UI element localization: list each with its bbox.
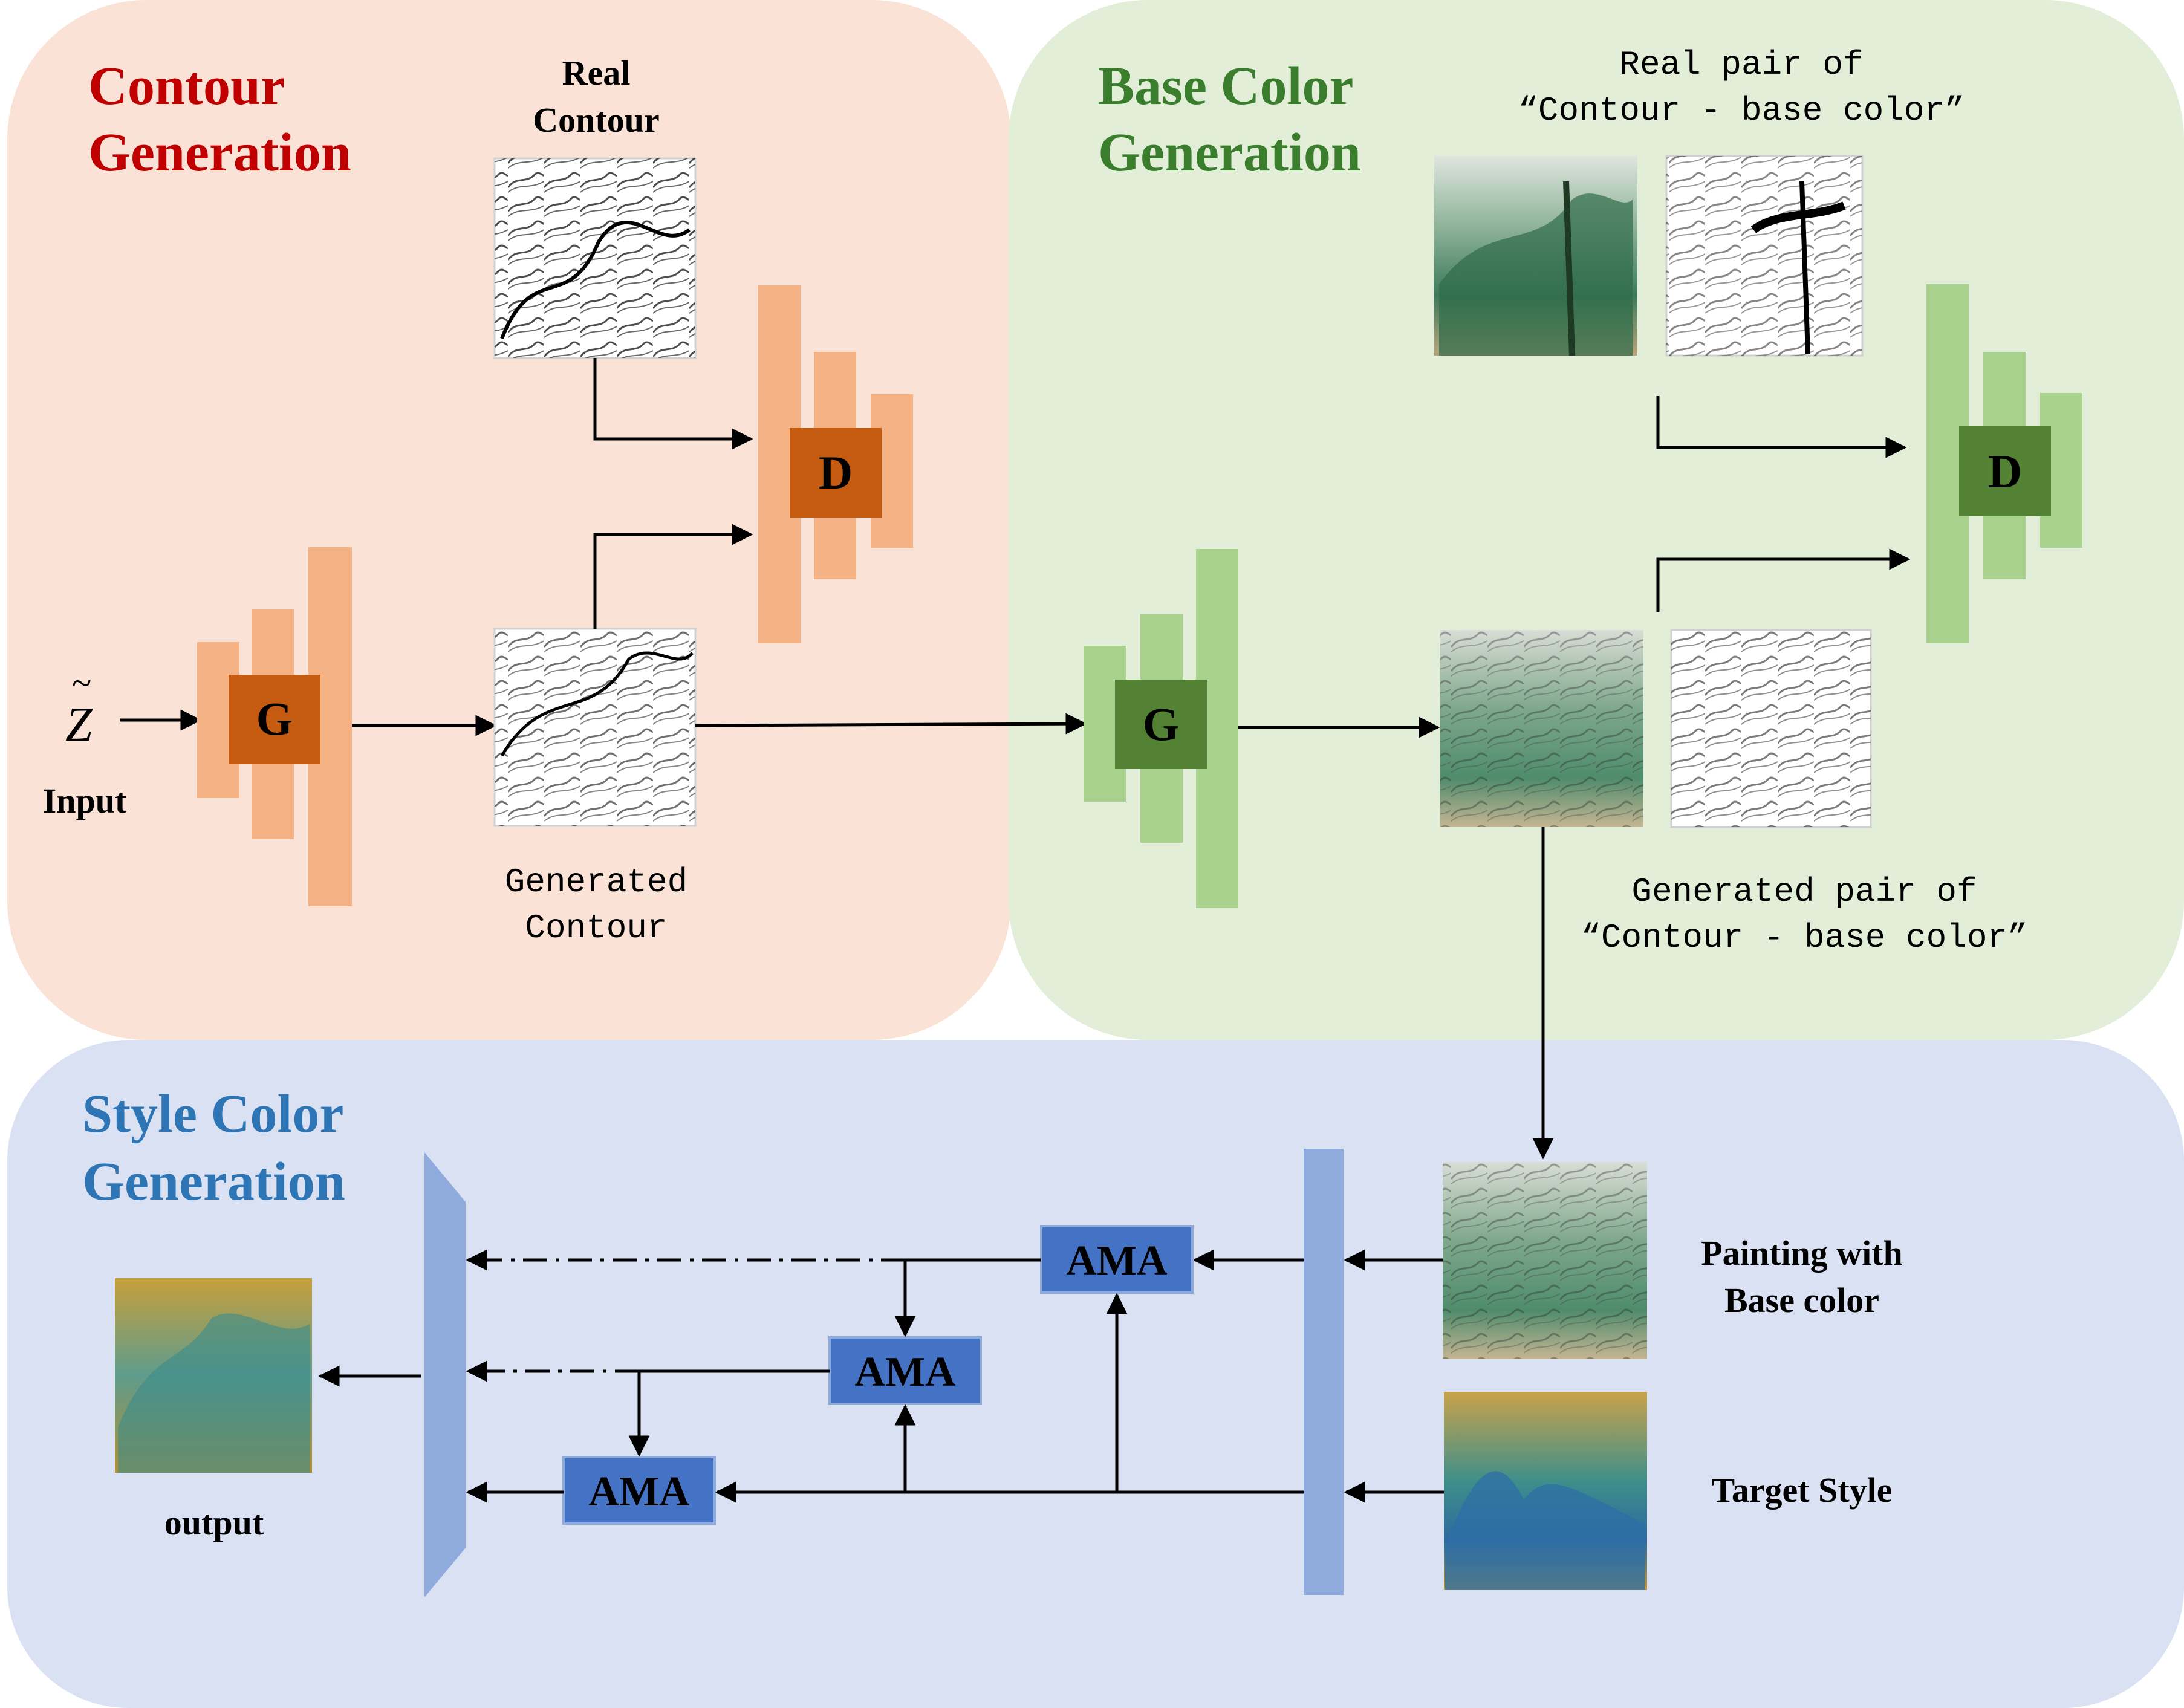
z-input-symbol: Z xyxy=(65,698,93,752)
generator-g2: G xyxy=(1084,549,1238,908)
ama-top-block: AMA xyxy=(1040,1225,1194,1294)
g1-label: G xyxy=(256,692,293,745)
real-contour-label-line2: Contour xyxy=(533,100,659,140)
ama-bottom-block: AMA xyxy=(562,1456,716,1525)
real-pair-sketch-image xyxy=(1665,155,1864,357)
real-pair-label-line2: “Contour - base color” xyxy=(1518,91,1965,130)
ama-top-label: AMA xyxy=(1066,1238,1168,1284)
real-pair-label-line1: Real pair of xyxy=(1619,45,1863,84)
arrow-generated-pair-to-d2 xyxy=(1656,548,1911,612)
generated-pair-sketch-image xyxy=(1670,629,1872,828)
arrow-generated-contour-to-g2 xyxy=(695,713,1087,735)
generated-pair-label-line2: “Contour - base color” xyxy=(1581,918,2027,957)
base-color-generation-panel xyxy=(1009,0,2184,1040)
base-panel-title-line1: Base Color xyxy=(1098,56,1353,116)
painting-base-color-image xyxy=(1443,1162,1647,1359)
generated-contour-image xyxy=(493,628,697,827)
painting-base-label-line1: Painting with xyxy=(1701,1233,1903,1273)
contour-panel-title-line1: Contour xyxy=(88,56,285,116)
arrow-real-contour-to-d1 xyxy=(593,358,753,450)
generator-g1: G xyxy=(197,547,352,906)
generated-pair-label-line1: Generated pair of xyxy=(1631,872,1977,911)
arrow-real-pair-to-d2 xyxy=(1656,396,1907,458)
ama-mid-block: AMA xyxy=(828,1336,982,1405)
generated-pair-color-image xyxy=(1440,630,1643,827)
input-label: Input xyxy=(43,781,127,820)
g2-label: G xyxy=(1143,698,1180,750)
real-contour-image xyxy=(493,157,697,359)
discriminator-d1: D xyxy=(758,285,913,643)
style-encoder-shape xyxy=(1304,1149,1344,1595)
d1-label: D xyxy=(819,446,853,499)
style-panel-title-line1: Style Color xyxy=(82,1084,343,1144)
style-decoder xyxy=(424,1152,466,1597)
ama-mid-label: AMA xyxy=(854,1349,956,1395)
d2-label: D xyxy=(1988,445,2022,498)
contour-panel-title-line2: Generation xyxy=(88,123,351,183)
output-image xyxy=(115,1278,312,1473)
generated-contour-label-line1: Generated xyxy=(505,863,687,901)
painting-base-label-line2: Base color xyxy=(1724,1281,1879,1320)
discriminator-d2: D xyxy=(1926,284,2082,643)
output-label: output xyxy=(164,1503,264,1542)
ama-bottom-label: AMA xyxy=(588,1469,690,1515)
target-style-label: Target Style xyxy=(1711,1470,1892,1510)
style-panel-title-line2: Generation xyxy=(82,1152,345,1212)
real-pair-color-image xyxy=(1434,156,1637,356)
z-tilde-symbol: ~ xyxy=(71,663,91,703)
real-contour-label-line1: Real xyxy=(562,53,631,93)
base-panel-title-line2: Generation xyxy=(1098,123,1361,183)
target-style-image xyxy=(1444,1392,1647,1590)
arrow-generated-contour-to-d1 xyxy=(593,524,753,629)
generated-contour-label-line2: Contour xyxy=(525,909,667,947)
